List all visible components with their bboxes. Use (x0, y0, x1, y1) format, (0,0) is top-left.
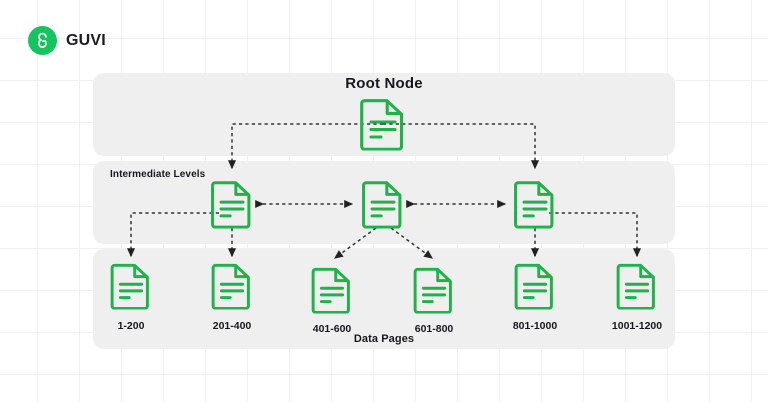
data-page-label-6: 1001-1200 (611, 320, 663, 332)
data-page-label-5: 801-1000 (512, 320, 558, 332)
guvi-g-logo-icon (28, 26, 57, 55)
data-page-label-1: 1-200 (117, 320, 145, 332)
document-icon (110, 263, 149, 310)
intermediate-node-1[interactable] (211, 180, 253, 229)
document-icon (514, 181, 554, 229)
document-icon (413, 267, 452, 314)
document-icon (514, 263, 553, 310)
data-page-node-3[interactable] (311, 267, 353, 314)
intermediate-node-3[interactable] (514, 180, 556, 229)
brand-name: GUVI (66, 31, 106, 49)
data-page-node-6[interactable] (616, 263, 658, 310)
document-icon (362, 181, 402, 229)
document-icon (211, 181, 251, 229)
document-icon (211, 263, 250, 310)
data-page-node-5[interactable] (514, 263, 556, 310)
root-node[interactable] (360, 98, 406, 151)
data-page-label-3: 401-600 (312, 323, 352, 335)
document-icon (360, 99, 404, 151)
level-panel-data-pages (93, 249, 675, 349)
intermediate-node-2[interactable] (362, 180, 404, 229)
brand-logo: GUVI (28, 26, 106, 55)
root-node-title: Root Node (345, 75, 423, 92)
data-page-label-2: 201-400 (212, 320, 252, 332)
data-pages-title: Data Pages (353, 333, 415, 345)
data-page-node-1[interactable] (110, 263, 152, 310)
data-page-label-4: 601-800 (414, 323, 454, 335)
data-page-node-4[interactable] (413, 267, 455, 314)
data-page-node-2[interactable] (211, 263, 253, 310)
intermediate-levels-title: Intermediate Levels (110, 169, 206, 180)
document-icon (616, 263, 655, 310)
document-icon (311, 267, 350, 314)
